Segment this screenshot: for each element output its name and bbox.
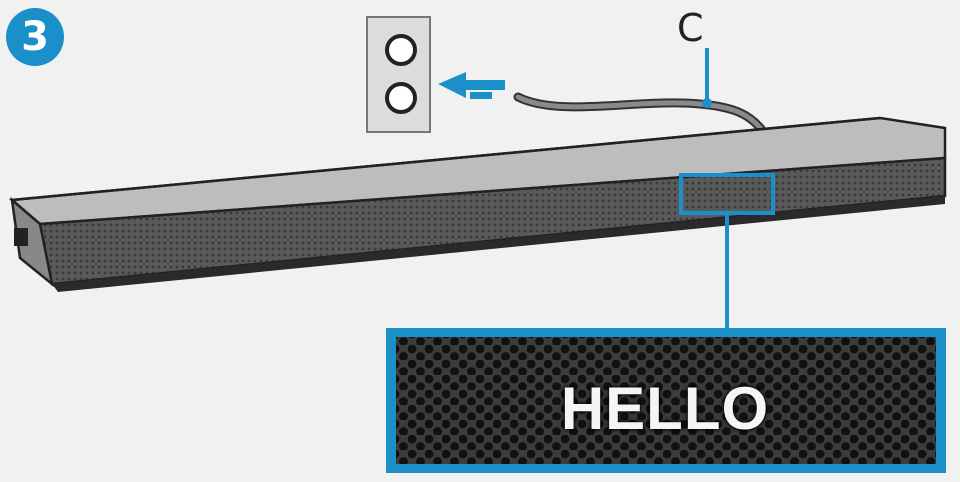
- wall-outlet-icon: [366, 16, 431, 133]
- cable-callout: [702, 48, 712, 108]
- display-zoom-panel: [386, 328, 946, 473]
- step-number-badge: 3: [6, 8, 64, 66]
- soundbar: [8, 116, 947, 292]
- cable-label: C: [677, 6, 704, 50]
- plug-arrow-icon: [438, 72, 505, 99]
- display-text: HELLO: [560, 375, 770, 442]
